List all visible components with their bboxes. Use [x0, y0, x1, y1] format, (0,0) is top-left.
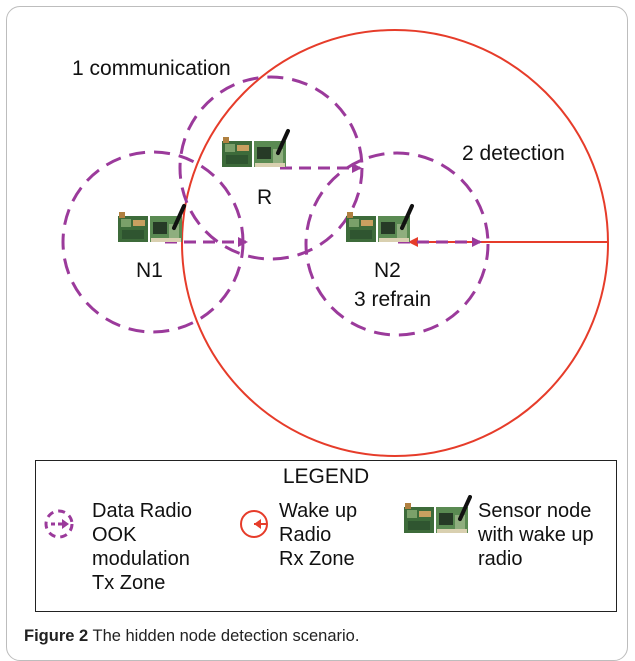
- r-data-radio-zone: [178, 75, 364, 261]
- figure-label: Figure 2: [24, 627, 89, 645]
- legend: LEGEND Data Radio OOK modulation Tx Zone…: [35, 460, 617, 612]
- node-r-label: R: [257, 186, 272, 209]
- detection-label: 2 detection: [462, 142, 565, 165]
- communication-label: 1 communication: [72, 57, 231, 80]
- legend-title: LEGEND: [282, 465, 370, 488]
- sensor-node-n1: [116, 204, 186, 244]
- data-radio-legend-icon: [44, 509, 74, 539]
- caption-text: The hidden node detection scenario.: [92, 627, 360, 645]
- node-n2-label: N2: [374, 259, 401, 282]
- node-n1-label: N1: [136, 259, 163, 282]
- n2-data-radio-zone: [304, 151, 490, 337]
- wake-up-radio-legend-text: Wake up Radio Rx Zone: [279, 500, 358, 570]
- sensor-node-r: [220, 129, 290, 169]
- sensor-node-legend-text: Sensor node with wake up radio: [478, 500, 594, 570]
- figure-caption: Figure 2 The hidden node detection scena…: [24, 627, 359, 646]
- sensor-node-n2: [344, 204, 414, 244]
- refrain-label: 3 refrain: [354, 288, 431, 311]
- data-radio-legend-text: Data Radio OOK modulation Tx Zone: [92, 500, 193, 594]
- figure-frame: [6, 6, 628, 661]
- sensor-node-legend-icon: [402, 495, 472, 535]
- wake-up-radio-legend-icon: [240, 510, 268, 538]
